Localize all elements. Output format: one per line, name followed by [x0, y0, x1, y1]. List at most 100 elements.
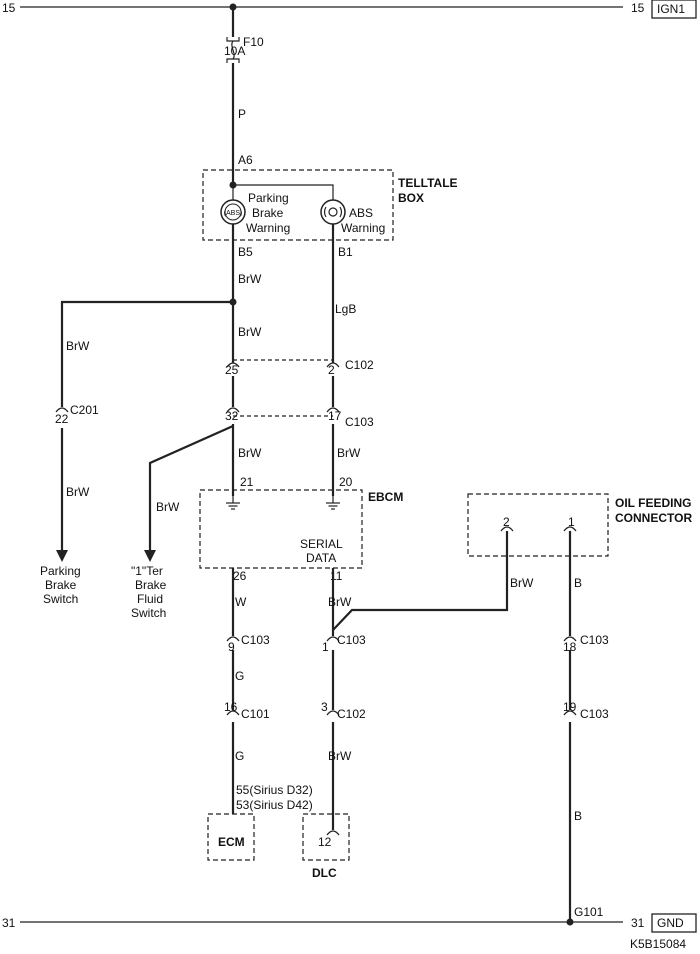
oil-pin1-symbol — [563, 526, 577, 532]
wire-brw-oil — [332, 531, 509, 631]
ebcm-box-outline — [199, 489, 363, 569]
c102-lower-name: C102 — [337, 707, 366, 721]
c102-pin-2: 2 — [328, 363, 335, 377]
c101-pin16-symbol — [226, 710, 240, 716]
wire-color-brw-17-ebcm: BrW — [337, 446, 361, 460]
oil-pin2-symbol — [500, 526, 514, 532]
ign1-tag: IGN1 — [657, 2, 685, 16]
c103-pin-1: 1 — [322, 640, 329, 654]
ebcm-ground-21-icon — [226, 496, 240, 510]
wire-color-brw-branch: BrW — [156, 500, 180, 514]
telltale-pin-a6: A6 — [238, 153, 253, 167]
abs-lamp-label-line2: Warning — [341, 221, 385, 235]
c102-pin3-symbol — [326, 710, 340, 716]
c101-name: C101 — [241, 707, 270, 721]
ecm-box-outline — [207, 813, 255, 861]
wire-color-brw-32-ebcm: BrW — [238, 446, 262, 460]
fuse-rating: 10A — [224, 44, 245, 58]
telltale-box-outline — [202, 169, 394, 241]
telltale-title-line1: TELLTALE — [398, 176, 458, 190]
c102-name: C102 — [345, 358, 374, 372]
parking-lamp-label-line1: Parking — [248, 191, 289, 205]
c103-pin18-symbol — [563, 636, 577, 642]
c103-19-name: C103 — [580, 707, 609, 721]
wire-color-b-oil: B — [574, 576, 582, 590]
parking-switch-label-line1: Parking — [40, 564, 81, 578]
c103-pin-32: 32 — [225, 409, 239, 423]
figure-code: K5B15084 — [630, 937, 686, 951]
ebcm-serial-line2: DATA — [306, 551, 336, 565]
oil-title-line2: CONNECTOR — [615, 511, 692, 525]
c201-connector-symbol — [55, 407, 69, 413]
parking-brake-lamp-glyph: (ABS) — [224, 210, 243, 217]
parking-lamp-label-line3: Warning — [246, 221, 290, 235]
fluid-switch-label-line2: Brake — [135, 578, 167, 592]
ebcm-ground-20-icon — [326, 496, 340, 510]
fuse-name: F10 — [243, 35, 264, 49]
dlc-pin-symbol — [326, 830, 340, 836]
telltale-pin-b1: B1 — [338, 245, 353, 259]
fluid-switch-label-line4: Switch — [131, 606, 166, 620]
ebcm-pin-20: 20 — [339, 475, 353, 489]
c103-18-name: C103 — [580, 633, 609, 647]
fuse-f10-symbol — [226, 37, 240, 63]
wire-color-brw-to-c102: BrW — [238, 325, 262, 339]
oil-feeding-box-outline — [467, 493, 609, 557]
c103-pin1-symbol — [326, 636, 340, 642]
c103-pin-9: 9 — [228, 640, 235, 654]
abs-lamp-brackets-icon — [323, 206, 343, 218]
c103-pin17-symbol — [326, 407, 340, 413]
c103-pin-19: 19 — [563, 700, 577, 714]
c102-pin2-symbol — [326, 362, 340, 368]
parking-switch-label-line3: Switch — [43, 592, 78, 606]
ground-name: G101 — [574, 905, 604, 919]
oil-pin-2: 2 — [503, 515, 510, 529]
wire-brw-left — [60, 300, 233, 407]
c103-pin32-symbol — [226, 407, 240, 413]
c103-1-name: C103 — [337, 633, 366, 647]
wire-color-p: P — [238, 107, 246, 121]
c201-name: C201 — [70, 403, 99, 417]
fluid-switch-label-line1: "1"Ter — [131, 564, 163, 578]
rail-bottom-right-number: 31 — [631, 916, 645, 930]
dlc-pin: 12 — [318, 835, 332, 849]
brake-fluid-switch-arrow-icon — [144, 550, 156, 562]
oil-pin-1: 1 — [568, 515, 575, 529]
gnd-tag-box — [651, 913, 697, 933]
wire-color-brw-serial: BrW — [328, 595, 352, 609]
wire-color-g-c103: G — [235, 669, 244, 683]
ecm-pin-line1: 55(Sirius D32) — [236, 783, 313, 797]
dlc-label: DLC — [312, 866, 337, 880]
parking-brake-switch-arrow-icon — [56, 550, 68, 562]
c103-name: C103 — [345, 415, 374, 429]
telltale-title-line2: BOX — [398, 191, 424, 205]
ebcm-pin-26: 26 — [233, 569, 247, 583]
abs-lamp-label-line1: ABS — [349, 206, 373, 220]
parking-brake-lamp-inner-icon — [224, 203, 242, 221]
c102-pin-25: 25 — [225, 363, 239, 377]
wire-color-brw-b5: BrW — [238, 272, 262, 286]
wire-color-g-c101: G — [235, 749, 244, 763]
wire-brw-branch — [148, 424, 234, 550]
ecm-label: ECM — [218, 835, 245, 849]
c103-pin-18: 18 — [563, 640, 577, 654]
rail-top-right-number: 15 — [631, 1, 645, 15]
c101-pin-16: 16 — [224, 700, 238, 714]
c103-pin-17: 17 — [328, 409, 342, 423]
c103-pin9-symbol — [226, 636, 240, 642]
wire-color-w: W — [235, 595, 247, 609]
gnd-tag: GND — [657, 916, 684, 930]
rail-top-left-number: 15 — [2, 1, 16, 15]
wire-color-brw-oil: BrW — [510, 576, 534, 590]
c102-pin25-symbol — [226, 362, 240, 368]
telltale-internal-feed — [233, 184, 334, 200]
ign1-tag-box — [651, 0, 697, 19]
wire-color-brw-dlc: BrW — [328, 749, 352, 763]
wire-color-b-ground: B — [574, 809, 582, 823]
wire-color-brw-left-lower: BrW — [66, 485, 90, 499]
ebcm-serial-line1: SERIAL — [300, 537, 343, 551]
abs-lamp-inner-icon — [328, 207, 338, 217]
dlc-box-outline — [302, 813, 350, 861]
c103-9-name: C103 — [241, 633, 270, 647]
